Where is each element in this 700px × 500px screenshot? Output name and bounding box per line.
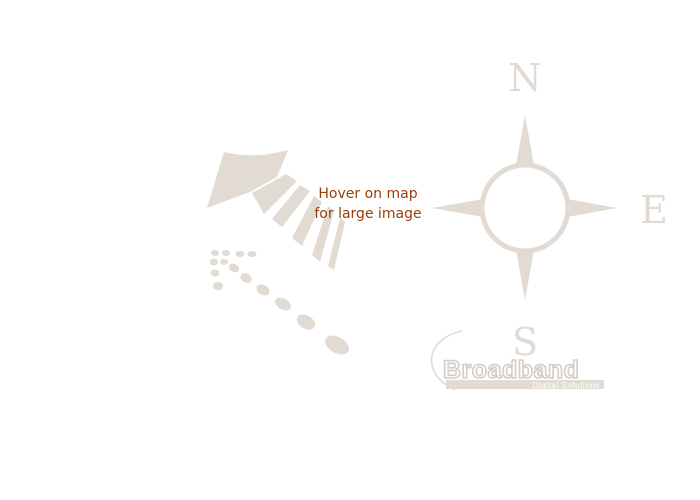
hover-hint-line-1: Hover on map: [318, 186, 418, 202]
compass-west-point: [432, 199, 483, 217]
arrow-band-5: [328, 218, 345, 270]
arrow-band-2: [272, 185, 310, 227]
compass-north-label: N: [508, 56, 541, 100]
logo-name: Broadband: [443, 356, 579, 384]
compass-rose: N E S: [432, 56, 668, 364]
arrow-graphic: [207, 150, 345, 270]
compass-ring: [479, 162, 571, 254]
logo-tagline: Digital Solutions: [532, 381, 600, 390]
hover-hint-line-2: for large image: [314, 206, 422, 222]
arrow-head: [207, 150, 288, 208]
hover-hint: Hover on map for large image: [298, 184, 438, 224]
arrow-band-4: [312, 206, 334, 262]
compass-south-point: [516, 250, 534, 300]
broadband-logo: Broadband Digital Solutions: [430, 330, 604, 391]
arrow-band-3: [292, 196, 322, 246]
dot-trail: [210, 250, 349, 355]
arrow-band-1: [252, 174, 297, 214]
logo-swoosh: [430, 330, 463, 391]
compass-south-label: S: [512, 320, 538, 364]
compass-east-label: E: [640, 188, 668, 232]
logo-tagline-bar: [446, 380, 604, 389]
compass-east-point: [567, 199, 617, 217]
compass-north-point: [516, 115, 534, 165]
